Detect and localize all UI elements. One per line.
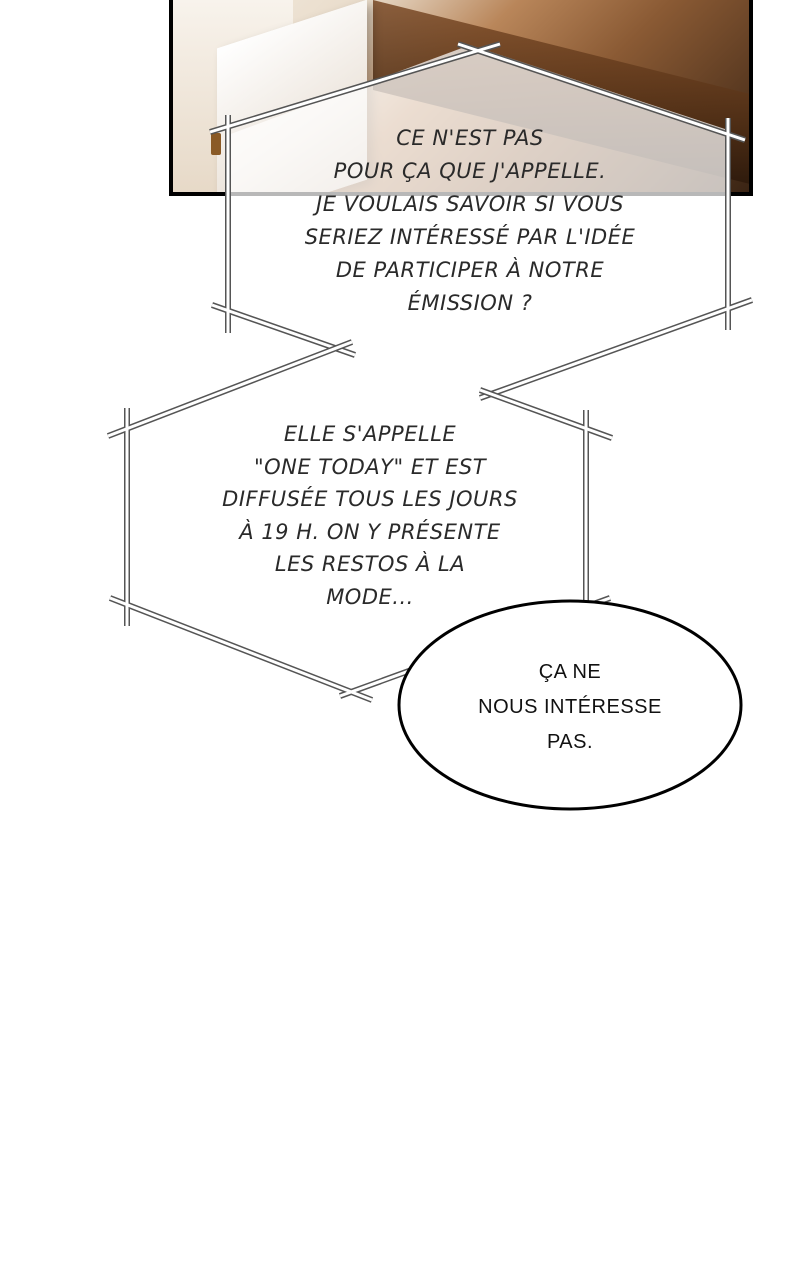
caption-1-line: SERIEZ INTÉRESSÉ PAR L'IDÉE [270,221,670,254]
caption-2-line: DIFFUSÉE TOUS LES JOURS [160,483,580,516]
caption-1-line: JE VOULAIS SAVOIR SI VOUS [270,188,670,221]
speech-line: NOUS INTÉRESSE [440,690,700,725]
speech-bubble-text: ÇA NE NOUS INTÉRESSE PAS. [440,655,700,760]
speech-line: PAS. [440,725,700,760]
speech-line: ÇA NE [440,655,700,690]
caption-2-line: "ONE TODAY" ET EST [160,451,580,484]
caption-text-2: ELLE S'APPELLE "ONE TODAY" ET EST DIFFUS… [160,418,580,614]
caption-2-line: MODE... [160,581,580,614]
caption-2-line: LES RESTOS À LA [160,548,580,581]
caption-2-line: À 19 H. ON Y PRÉSENTE [160,516,580,549]
caption-1-line: POUR ÇA QUE J'APPELLE. [270,155,670,188]
caption-text-1: CE N'EST PAS POUR ÇA QUE J'APPELLE. JE V… [270,122,670,320]
caption-2-line: ELLE S'APPELLE [160,418,580,451]
caption-1-line: CE N'EST PAS [270,122,670,155]
caption-1-line: DE PARTICIPER À NOTRE [270,254,670,287]
caption-1-line: ÉMISSION ? [270,287,670,320]
